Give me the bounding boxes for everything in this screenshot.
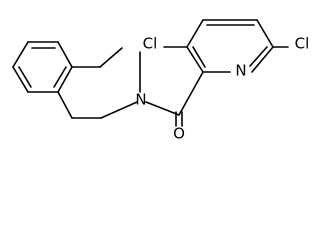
bond <box>57 91 73 119</box>
pyridine-ring <box>186 19 274 73</box>
bond <box>57 66 73 93</box>
bond <box>100 101 138 119</box>
benzene-ring <box>12 41 73 93</box>
bond <box>99 47 123 68</box>
bond <box>57 41 73 68</box>
bond <box>145 101 180 116</box>
bond <box>256 19 274 48</box>
atom-label-n: N <box>235 62 246 80</box>
bond <box>186 46 204 73</box>
bond <box>186 19 204 48</box>
bond <box>178 71 204 116</box>
double-bond-inner <box>192 46 206 68</box>
atom-label-n: N <box>135 91 146 109</box>
bond <box>12 66 29 93</box>
atom-label-o: O <box>173 125 185 143</box>
double-bond-inner <box>53 66 67 88</box>
atom-label-cl: Cl <box>295 35 310 53</box>
double-bond-inner <box>18 66 32 88</box>
bond <box>12 41 29 68</box>
amide-linkage <box>145 71 204 127</box>
bond <box>251 46 274 73</box>
double-bond-inner <box>249 46 268 67</box>
saturated-ring <box>57 47 141 119</box>
chemical-structure-diagram: Cl Cl N N O <box>12 19 310 143</box>
atom-label-cl: Cl <box>143 35 158 53</box>
